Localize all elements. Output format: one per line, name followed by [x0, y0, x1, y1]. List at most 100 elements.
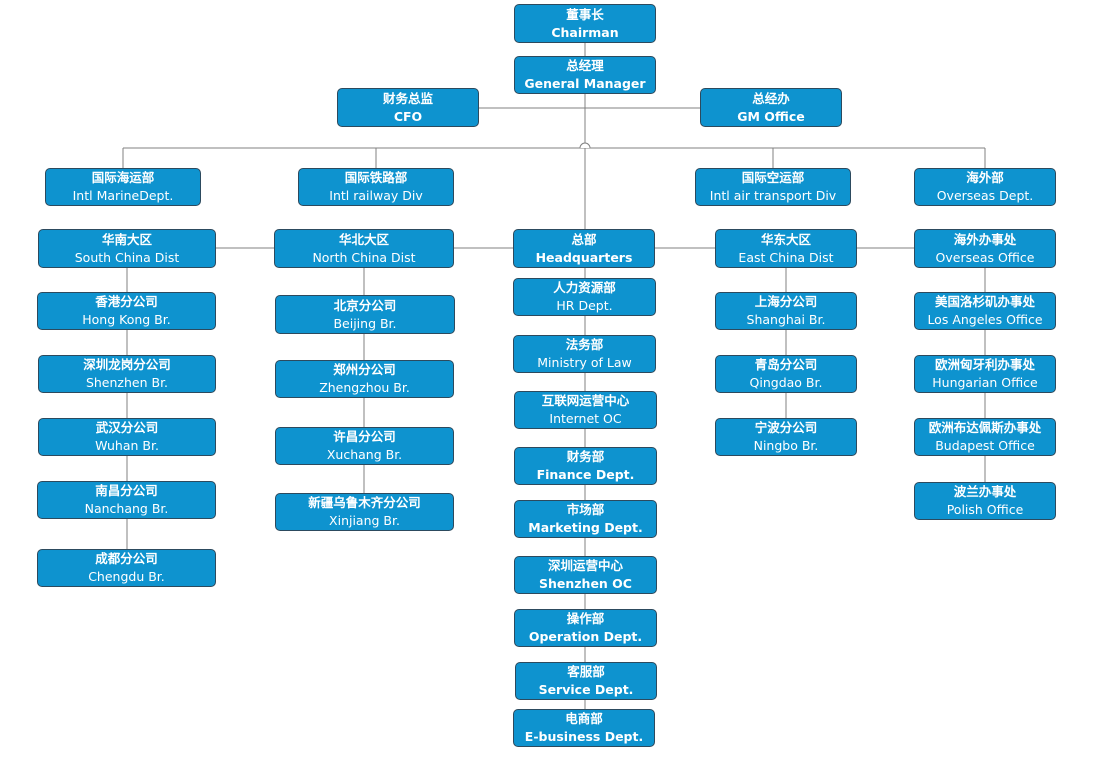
node-label-zh: 华东大区	[760, 231, 811, 247]
node-label-zh: 波兰办事处	[953, 484, 1017, 499]
node-label-zh: 法务部	[565, 337, 604, 352]
node-label-zh: 操作部	[566, 611, 605, 626]
node-label-en: Marketing Dept.	[528, 520, 643, 535]
node-gm-office: 总经办 GM Office	[700, 88, 842, 127]
node-label-zh: 北京分公司	[333, 297, 397, 313]
node-label-en: GM Office	[737, 108, 805, 124]
node-label-en: Shanghai Br.	[746, 312, 826, 327]
node-label-en: Chairman	[551, 24, 619, 40]
node-label-zh: 郑州分公司	[333, 362, 396, 377]
node-label-en: General Manager	[524, 76, 646, 91]
node-shenzhen-lg: 深圳龙岗分公司 Shenzhen Br.	[38, 355, 216, 393]
node-label-zh: 上海分公司	[754, 294, 818, 309]
node-label-zh: 南昌分公司	[95, 483, 158, 498]
node-label-en: Beijing Br.	[333, 315, 397, 331]
node-label-en: CFO	[393, 108, 423, 124]
node-los-angeles: 美国洛杉矶办事处 Los Angeles Office	[914, 292, 1056, 330]
node-xinjiang: 新疆乌鲁木齐分公司 Xinjiang Br.	[275, 493, 454, 531]
node-wuhan: 武汉分公司 Wuhan Br.	[38, 418, 216, 456]
node-label-zh: 宁波分公司	[754, 420, 818, 435]
node-marketing: 市场部 Marketing Dept.	[514, 500, 657, 538]
node-label-en: E-business Dept.	[524, 729, 644, 744]
node-label-en: Overseas Office	[935, 249, 1035, 265]
node-label-zh: 青岛分公司	[754, 357, 818, 372]
node-budapest: 欧洲布达佩斯办事处 Budapest Office	[914, 418, 1056, 456]
node-label-zh: 总经办	[752, 90, 790, 106]
node-label-zh: 国际空运部	[741, 170, 805, 185]
node-label-zh: 市场部	[566, 502, 605, 517]
node-label-en: Nanchang Br.	[84, 501, 169, 516]
node-label-zh: 香港分公司	[95, 294, 158, 309]
node-label-zh: 总部	[571, 231, 597, 247]
node-chairman: 董事长 Chairman	[514, 4, 656, 43]
node-label-en: Intl railway Div	[329, 188, 423, 203]
node-cfo: 财务总监 CFO	[337, 88, 479, 127]
node-shanghai: 上海分公司 Shanghai Br.	[715, 292, 857, 330]
node-label-zh: 深圳龙岗分公司	[83, 357, 171, 372]
node-label-zh: 财务总监	[382, 90, 433, 106]
node-label-zh: 海外部	[966, 170, 1004, 185]
node-shenzhen-oc: 深圳运营中心 Shenzhen OC	[514, 556, 657, 594]
node-overseas-dept: 海外部 Overseas Dept.	[914, 168, 1056, 206]
node-label-zh: 欧洲布达佩斯办事处	[928, 420, 1042, 435]
node-label-en: Xinjiang Br.	[329, 513, 400, 528]
node-ningbo: 宁波分公司 Ningbo Br.	[715, 418, 857, 456]
node-label-zh: 董事长	[566, 6, 604, 22]
node-label-en: Overseas Dept.	[936, 188, 1034, 203]
node-label-en: North China Dist	[312, 249, 416, 265]
node-service: 客服部 Service Dept.	[515, 662, 657, 700]
node-label-en: East China Dist	[738, 249, 834, 265]
node-label-zh: 成都分公司	[95, 551, 158, 566]
node-operation: 操作部 Operation Dept.	[514, 609, 657, 647]
node-gm: 总经理 General Manager	[514, 56, 656, 94]
node-label-zh: 客服部	[567, 664, 605, 679]
node-north-china: 华北大区 North China Dist	[274, 229, 454, 268]
node-label-en: Los Angeles Office	[927, 312, 1043, 327]
node-label-en: Operation Dept.	[528, 629, 643, 644]
node-label-en: Xuchang Br.	[326, 447, 403, 462]
node-law: 法务部 Ministry of Law	[513, 335, 656, 373]
node-label-en: Shenzhen OC	[539, 576, 632, 591]
node-hungarian: 欧洲匈牙利办事处 Hungarian Office	[914, 355, 1056, 393]
node-label-zh: 深圳运营中心	[547, 558, 623, 573]
node-label-zh: 财务部	[566, 449, 605, 464]
node-label-zh: 华北大区	[338, 231, 389, 247]
node-label-en: Service Dept.	[538, 682, 634, 697]
node-label-en: Finance Dept.	[536, 467, 635, 482]
node-qingdao: 青岛分公司 Qingdao Br.	[715, 355, 857, 393]
node-label-en: Ningbo Br.	[753, 438, 819, 453]
node-intl-marine: 国际海运部 Intl MarineDept.	[45, 168, 201, 206]
node-label-en: Ministry of Law	[537, 355, 632, 370]
node-finance: 财务部 Finance Dept.	[514, 447, 657, 485]
node-label-zh: 互联网运营中心	[541, 393, 630, 408]
node-intl-railway: 国际铁路部 Intl railway Div	[298, 168, 454, 206]
node-nanchang: 南昌分公司 Nanchang Br.	[37, 481, 216, 519]
node-label-zh: 美国洛杉矶办事处	[934, 294, 1035, 309]
node-label-en: Wuhan Br.	[95, 438, 159, 453]
node-label-zh: 国际铁路部	[344, 170, 408, 185]
line-jump-9	[579, 142, 591, 149]
node-label-en: HR Dept.	[556, 298, 613, 313]
node-label-en: Qingdao Br.	[749, 375, 823, 390]
node-label-zh: 欧洲匈牙利办事处	[934, 357, 1035, 372]
node-label-zh: 武汉分公司	[95, 420, 159, 435]
node-label-en: Budapest Office	[935, 438, 1035, 453]
node-label-en: Internet OC	[549, 411, 622, 426]
node-label-zh: 总经理	[566, 58, 604, 73]
node-label-en: South China Dist	[74, 249, 180, 265]
node-label-en: Shenzhen Br.	[85, 375, 169, 390]
node-label-en: Intl MarineDept.	[72, 188, 174, 203]
node-label-en: Polish Office	[946, 502, 1024, 517]
node-internet-oc: 互联网运营中心 Internet OC	[514, 391, 657, 429]
node-label-en: Hungarian Office	[932, 375, 1038, 390]
node-label-zh: 新疆乌鲁木齐分公司	[308, 495, 421, 510]
node-label-zh: 国际海运部	[91, 170, 155, 185]
